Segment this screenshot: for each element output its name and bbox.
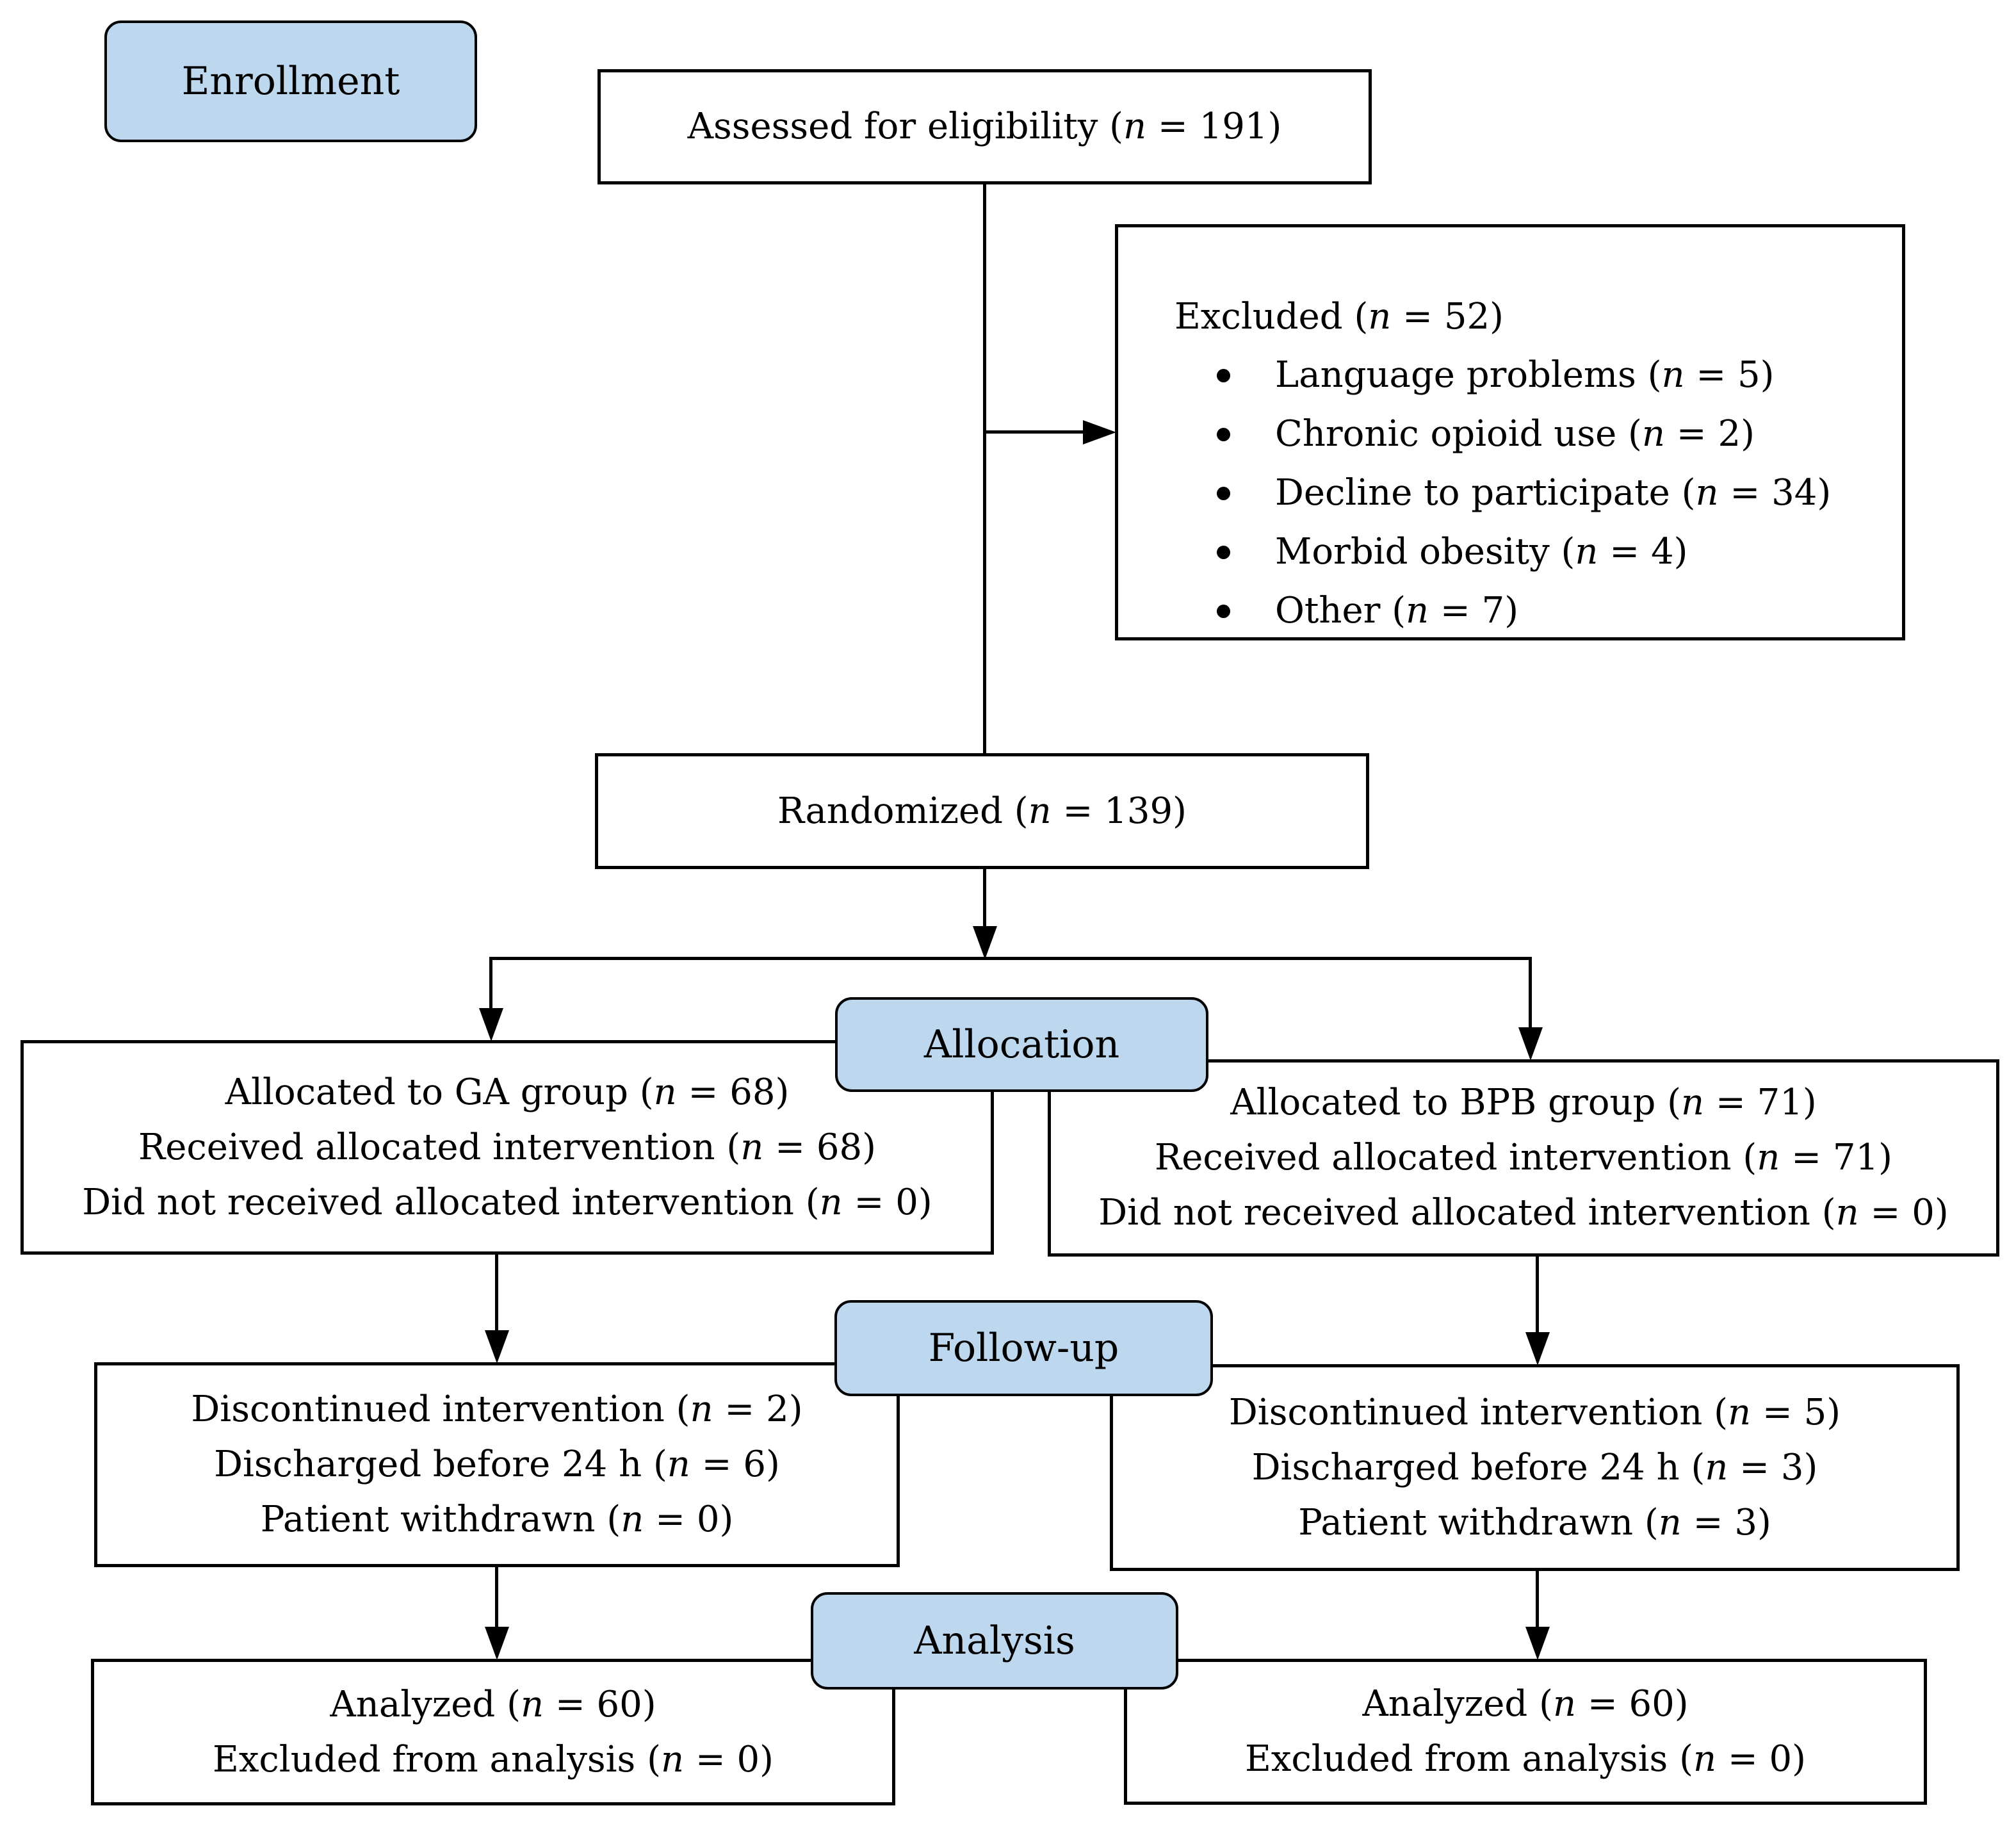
connector-alloc-to-followup-left xyxy=(495,1255,498,1333)
fu-left-line: Discharged before 24 h (n = 6) xyxy=(214,1444,780,1485)
an-left-line: Excluded from analysis (n = 0) xyxy=(212,1738,774,1780)
connector-followup-to-analysis-right xyxy=(1536,1571,1539,1629)
arrowhead-down-icon xyxy=(1525,1332,1550,1365)
followup-ga-box: Discontinued intervention (n = 2) Discha… xyxy=(94,1362,900,1567)
bullet-icon xyxy=(1217,427,1230,441)
fu-right-line: Discontinued intervention (n = 5) xyxy=(1228,1391,1841,1433)
randomized-text: Randomized (n = 139) xyxy=(777,790,1187,832)
assessed-for-eligibility-box: Assessed for eligibility (n = 191) xyxy=(597,69,1372,184)
arrowhead-down-icon xyxy=(485,1627,509,1660)
alloc-left-line: Did not received allocated intervention … xyxy=(82,1181,932,1223)
excluded-reasons-list: Language problems (n = 5) Chronic opioid… xyxy=(1175,346,1831,640)
arrowhead-down-icon xyxy=(1518,1027,1543,1061)
stage-label-analysis: Analysis xyxy=(811,1592,1178,1690)
randomized-box: Randomized (n = 139) xyxy=(595,753,1369,869)
connector-to-excluded xyxy=(984,430,1087,434)
analysis-ga-box: Analyzed (n = 60) Excluded from analysis… xyxy=(91,1659,895,1805)
connector-alloc-to-followup-right xyxy=(1536,1257,1539,1335)
excluded-reason: Language problems (n = 5) xyxy=(1275,354,1775,396)
list-item: Chronic opioid use (n = 2) xyxy=(1217,405,1831,464)
arrowhead-down-icon xyxy=(485,1330,509,1364)
arrowhead-down-icon xyxy=(973,926,997,959)
an-left-line: Analyzed (n = 60) xyxy=(330,1683,656,1725)
connector-followup-to-analysis-left xyxy=(495,1567,498,1629)
arrowhead-down-icon xyxy=(479,1008,503,1041)
excluded-reason: Other (n = 7) xyxy=(1275,590,1519,631)
branch-left-line xyxy=(489,959,492,1011)
branch-horizontal-line xyxy=(489,957,1532,960)
bullet-icon xyxy=(1217,545,1230,559)
bullet-icon xyxy=(1217,368,1230,382)
allocated-ga-group-box: Allocated to GA group (n = 68) Received … xyxy=(20,1040,994,1255)
followup-bpb-box: Discontinued intervention (n = 5) Discha… xyxy=(1110,1364,1960,1571)
alloc-left-line: Received allocated intervention (n = 68) xyxy=(138,1126,876,1168)
fu-right-line: Patient withdrawn (n = 3) xyxy=(1298,1501,1771,1543)
stage-label-allocation: Allocation xyxy=(835,997,1208,1092)
alloc-right-line: Received allocated intervention (n = 71) xyxy=(1155,1137,1892,1178)
list-item: Morbid obesity (n = 4) xyxy=(1217,523,1831,582)
fu-left-line: Discontinued intervention (n = 2) xyxy=(191,1388,803,1430)
excluded-reason: Decline to participate (n = 34) xyxy=(1275,472,1832,514)
excluded-reason: Chronic opioid use (n = 2) xyxy=(1275,413,1755,455)
arrowhead-right-icon xyxy=(1083,420,1116,444)
an-right-line: Analyzed (n = 60) xyxy=(1362,1683,1689,1725)
fu-right-line: Discharged before 24 h (n = 3) xyxy=(1251,1446,1818,1488)
excluded-title: Excluded (n = 52) xyxy=(1175,296,1504,338)
stage-label-enrollment: Enrollment xyxy=(104,20,477,142)
an-right-line: Excluded from analysis (n = 0) xyxy=(1244,1738,1807,1780)
fu-left-line: Patient withdrawn (n = 0) xyxy=(260,1499,734,1540)
alloc-right-line: Allocated to BPB group (n = 71) xyxy=(1230,1082,1817,1123)
bullet-icon xyxy=(1217,604,1230,618)
list-item: Decline to participate (n = 34) xyxy=(1217,464,1831,523)
connector-assessed-to-randomized xyxy=(983,184,986,753)
alloc-left-line: Allocated to GA group (n = 68) xyxy=(225,1071,790,1113)
bullet-icon xyxy=(1217,486,1230,500)
list-item: Language problems (n = 5) xyxy=(1217,346,1831,405)
excluded-box: Excluded (n = 52) Language problems (n =… xyxy=(1115,224,1905,640)
branch-right-line xyxy=(1529,959,1532,1029)
analysis-bpb-box: Analyzed (n = 60) Excluded from analysis… xyxy=(1124,1659,1927,1805)
allocated-bpb-group-box: Allocated to BPB group (n = 71) Received… xyxy=(1048,1059,1999,1257)
stage-label-followup: Follow-up xyxy=(834,1300,1213,1396)
list-item: Other (n = 7) xyxy=(1217,582,1831,640)
excluded-reason: Morbid obesity (n = 4) xyxy=(1275,531,1688,573)
arrowhead-down-icon xyxy=(1525,1627,1550,1660)
connector-randomized-down xyxy=(983,869,986,930)
assessed-text: Assessed for eligibility (n = 191) xyxy=(687,106,1282,147)
alloc-right-line: Did not received allocated intervention … xyxy=(1098,1192,1949,1234)
